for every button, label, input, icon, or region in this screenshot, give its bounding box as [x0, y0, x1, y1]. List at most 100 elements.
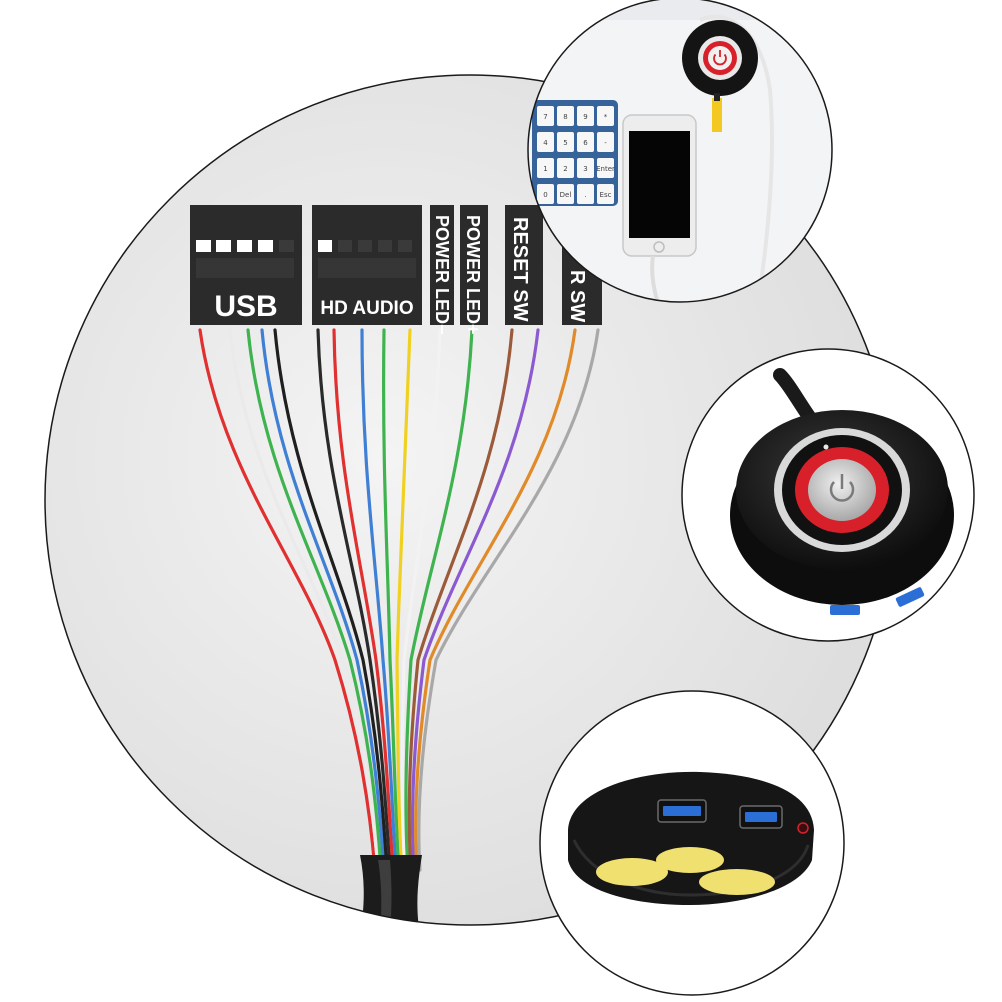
wire-blue-2 — [360, 328, 398, 872]
keypad-key — [597, 158, 614, 178]
wire-bundle — [198, 328, 600, 872]
hd-audio-pin — [398, 240, 412, 252]
wire-white-2 — [400, 328, 442, 872]
hub-closeup-view — [681, 348, 975, 642]
keypad-key — [557, 106, 574, 126]
hd-audio-connector: HD AUDIO — [312, 205, 422, 325]
status-led — [823, 444, 829, 450]
wire-brown-1 — [407, 328, 514, 872]
usb-port — [830, 605, 860, 615]
usb-flash-drive-plug — [714, 93, 720, 101]
wire-blue-1 — [260, 328, 386, 872]
hub-closeup-outline — [681, 348, 975, 642]
adhesive-pad — [699, 869, 775, 895]
keypad-key — [537, 106, 554, 126]
keypad-key — [597, 184, 614, 204]
hd-audio-pin — [378, 240, 392, 252]
usb-port-tongue — [745, 812, 777, 822]
keypad-key — [557, 184, 574, 204]
power-led-minus-label: POWER LED− — [432, 215, 452, 335]
wire-red-1 — [198, 328, 377, 872]
usb-port-tongue — [663, 806, 701, 816]
reset-sw-connector: RESET SW — [505, 205, 543, 325]
keypad-key — [577, 106, 594, 126]
keypad-key-label: 1 — [543, 165, 547, 173]
usb-pin-row — [196, 258, 294, 278]
usb-port — [895, 587, 925, 607]
power-sw-label: R SW — [566, 270, 588, 322]
keypad-key — [537, 184, 554, 204]
keypad-key-label: Esc — [600, 191, 612, 199]
wire-purple-1 — [410, 328, 540, 872]
keypad-key-label: 2 — [563, 165, 567, 173]
reset-sw-body — [505, 205, 543, 325]
desk-edge — [528, 0, 832, 20]
keypad-key — [557, 132, 574, 152]
usb-pin — [258, 240, 273, 252]
wire-green-3 — [404, 328, 474, 872]
power-led-minus-body — [430, 205, 454, 325]
usb-pin-slots — [196, 240, 294, 278]
hub-underside-view — [539, 690, 845, 996]
keypad-key-label: Del — [560, 191, 572, 199]
keypad-key — [537, 132, 554, 152]
power-led-plus-connector: POWER LED+ — [460, 205, 488, 335]
reset-sw-label: RESET SW — [509, 217, 531, 322]
keypad-key-label: 8 — [563, 113, 567, 121]
hub-closeup-button — [808, 459, 876, 521]
wire-white-1 — [228, 328, 380, 872]
usb-pin — [196, 240, 211, 252]
keypad-key-label: - — [604, 139, 607, 147]
keypad-key-label: 3 — [583, 165, 587, 173]
keypad-key — [557, 158, 574, 178]
keypad-key — [577, 158, 594, 178]
keypad-key — [597, 132, 614, 152]
wire-black-2 — [316, 328, 392, 872]
keypad-key-label: 7 — [543, 113, 547, 121]
keypad-key-label: 6 — [583, 139, 588, 147]
usb-label: USB — [214, 290, 277, 323]
wire-orange-1 — [414, 328, 577, 872]
wire-green-2 — [382, 328, 401, 872]
desk-circle-outline — [527, 0, 833, 303]
hub-on-desk — [682, 14, 774, 291]
power-led-plus-body — [460, 205, 488, 325]
usb-pin-key — [279, 240, 294, 252]
keypad-key — [577, 132, 594, 152]
keypad-key-label: 9 — [583, 113, 587, 121]
keypad-key — [537, 158, 554, 178]
keypad-key-label: . — [584, 191, 586, 199]
power-led-plus-label: POWER LED+ — [463, 215, 483, 335]
keypad-body — [532, 100, 618, 206]
wire-yellow-1 — [395, 328, 412, 872]
wire-black-1 — [273, 328, 389, 872]
phone-home-button — [653, 241, 665, 253]
hd-audio-pin — [338, 240, 352, 252]
keypad-key-label: Enter — [596, 165, 615, 173]
keypad-key — [597, 106, 614, 126]
wire-green-1 — [246, 328, 383, 872]
smartphone — [622, 114, 697, 302]
usb-flash-drive — [712, 98, 722, 132]
hd-audio-pin-row — [318, 258, 416, 278]
keypad-key — [577, 184, 594, 204]
power-icon — [829, 474, 855, 502]
phone-charging-cable — [650, 255, 662, 302]
hub-underside-outline — [539, 690, 845, 996]
wire-red-2 — [332, 328, 395, 872]
wire-gray-1 — [417, 328, 600, 872]
power-led-minus-connector: POWER LED− — [430, 205, 454, 335]
phone-screen — [629, 131, 690, 238]
keypad-key-label: 5 — [563, 139, 567, 147]
power-indicator-icon — [797, 822, 809, 834]
keypad-key-label: 4 — [543, 139, 548, 147]
hub-underside-body — [568, 771, 814, 905]
usb-pin — [237, 240, 252, 252]
usb-connector: USB — [190, 205, 302, 325]
keypad-key-label: * — [604, 113, 608, 121]
adhesive-pad — [656, 847, 724, 873]
